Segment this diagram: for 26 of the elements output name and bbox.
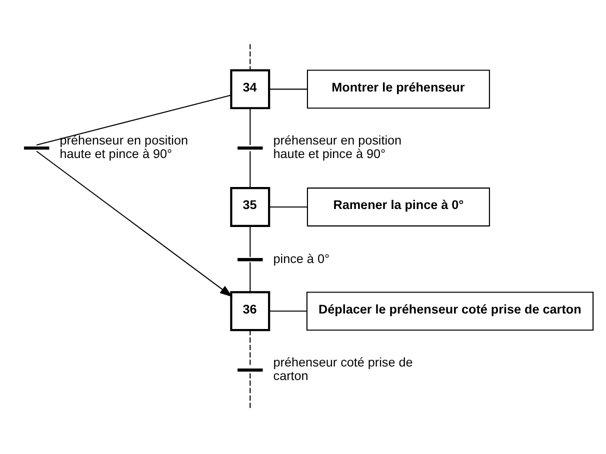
node-bar [238, 146, 263, 150]
node-bar [238, 258, 263, 262]
arrow [36, 150, 232, 297]
node-label: préhenseur en position haute et pince à 90° [60, 134, 188, 162]
node-box: 34 [230, 69, 270, 110]
node-label: pince à 0° [273, 252, 330, 266]
node-box: Ramener la pince à 0° [306, 188, 490, 226]
connector [250, 373, 251, 410]
connector [250, 330, 251, 367]
node-label: préhenseur en position haute et pince à 90° [273, 134, 402, 162]
connector [36, 94, 232, 146]
connector [269, 310, 307, 312]
connector [269, 88, 308, 90]
node-box: 36 [230, 291, 270, 332]
connector [250, 108, 251, 145]
node-label: préhenseur coté prise de carton [273, 355, 413, 384]
node-bar [24, 146, 50, 150]
node-box: Déplacer le préhenseur coté prise de carton [306, 292, 594, 331]
connector [250, 262, 251, 292]
node-box: 35 [230, 187, 270, 227]
connector [250, 44, 251, 70]
connector [250, 151, 251, 188]
connector [250, 226, 251, 257]
node-bar [238, 368, 263, 372]
connector [269, 206, 308, 208]
node-box: Montrer le préhenseur [306, 70, 490, 109]
